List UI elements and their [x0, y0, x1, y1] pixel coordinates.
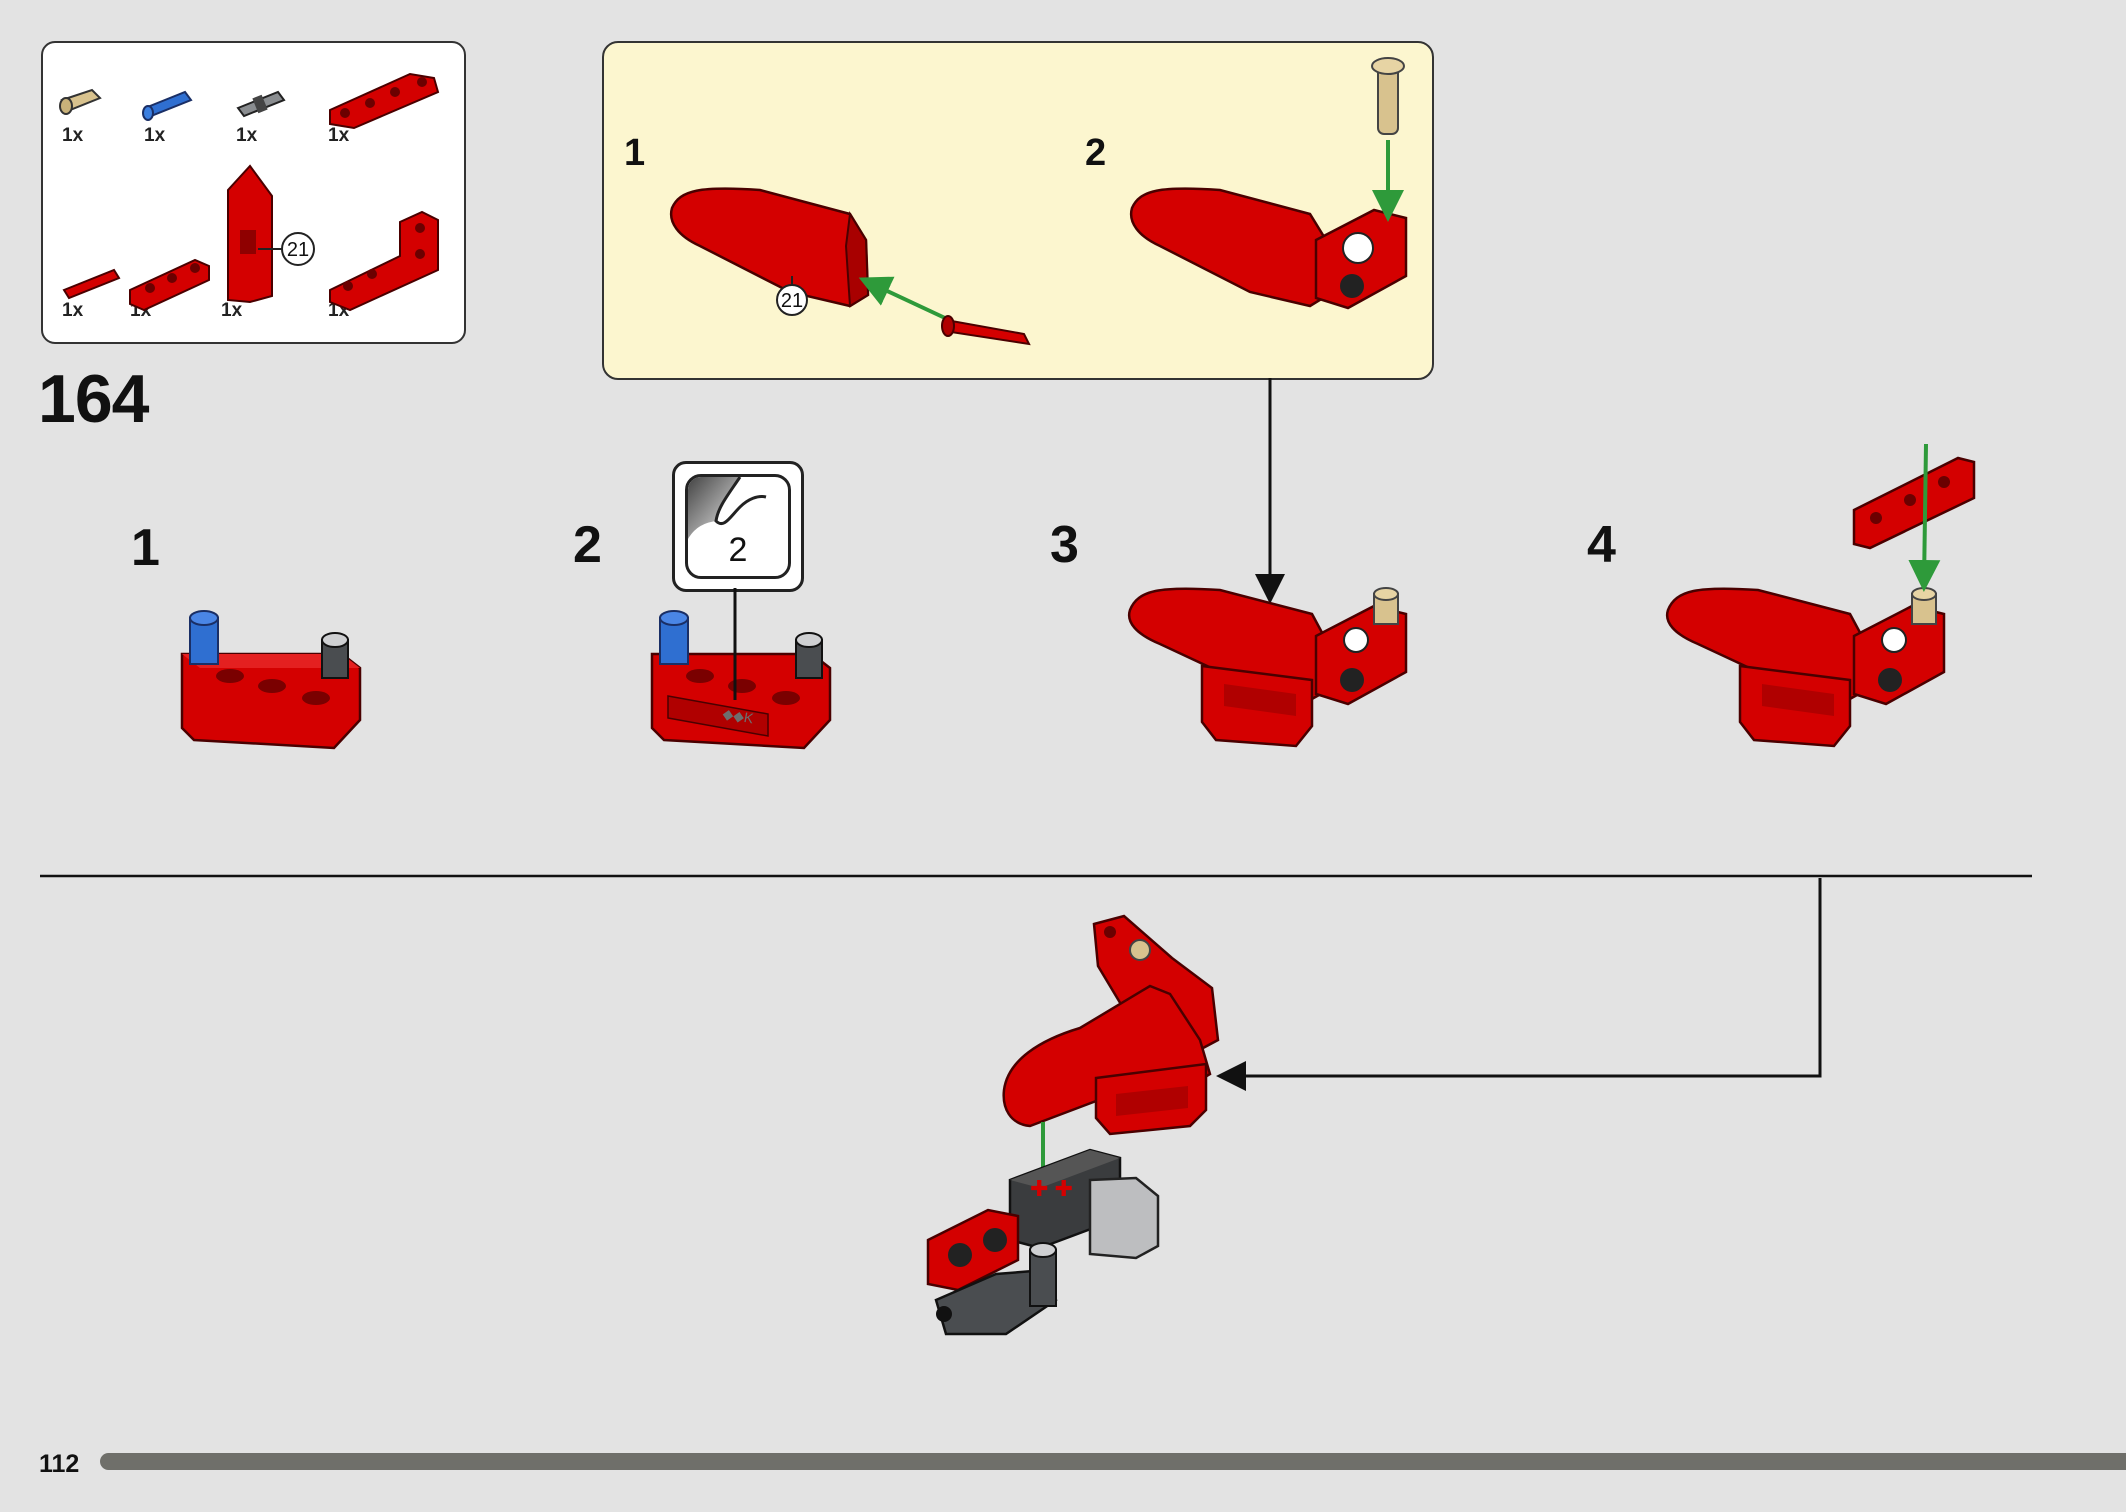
- step1-assembly: [180, 610, 362, 750]
- pin-tan-icon: [59, 88, 102, 115]
- callout-part-number: 21: [781, 290, 803, 312]
- part-qty: 1x: [62, 125, 84, 146]
- step-number: 164: [38, 361, 149, 437]
- part-qty: 1x: [144, 125, 166, 146]
- final-assembly: ✚ ✚: [926, 914, 1220, 1336]
- svg-text:✚ ✚: ✚ ✚: [1030, 1176, 1073, 1201]
- sticker-badge: 2: [672, 461, 804, 592]
- part-qty: 1x: [221, 300, 243, 321]
- part-qty: 1x: [328, 125, 350, 146]
- substep-number: 4: [1587, 516, 1616, 574]
- callout-assembly-2: [1129, 57, 1408, 310]
- beam-red-3-icon: [129, 258, 210, 312]
- sticker-number: 2: [728, 531, 748, 569]
- substep-number: 2: [573, 516, 602, 574]
- part-qty: 1x: [236, 125, 258, 146]
- substep-number: 3: [1050, 516, 1079, 574]
- beam-red-bent-icon: [329, 72, 440, 130]
- panel-red-icon: 21: [227, 164, 315, 304]
- beam-red-L-icon: [329, 210, 439, 312]
- pin-grey-icon: [236, 90, 286, 118]
- callout-substep-number: 2: [1085, 132, 1107, 174]
- step4-assembly: [1665, 443, 1976, 748]
- part-qty: 1x: [62, 300, 84, 321]
- step2-assembly: ◆◆K: [650, 588, 832, 750]
- substep-number: 1: [131, 519, 160, 577]
- axle-pin-blue-icon: [142, 90, 193, 121]
- axle-red-short-icon: [62, 268, 121, 300]
- sticker-logo-icon: ◆◆K: [721, 705, 755, 726]
- step3-assembly: [1127, 587, 1408, 748]
- callout-substep-number: 1: [624, 132, 646, 174]
- page-number: 112: [39, 1450, 80, 1478]
- progress-bar: [100, 1453, 2126, 1470]
- callout-assembly-1: 21: [669, 187, 1031, 346]
- part-callout-number: 21: [287, 239, 309, 261]
- sticker-icon: 2: [685, 474, 791, 579]
